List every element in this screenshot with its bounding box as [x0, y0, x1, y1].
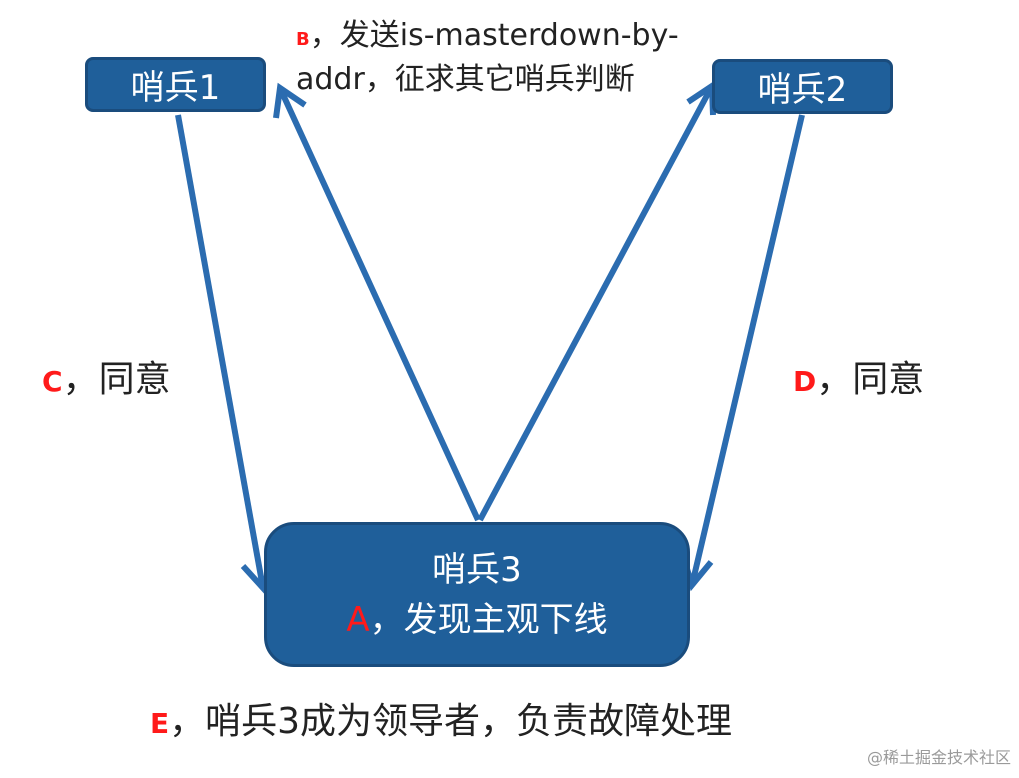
sentinel1-label: 哨兵1: [130, 68, 221, 108]
step-a-text: ，发现主观下线: [369, 599, 608, 640]
step-c-annotation: C，同意: [42, 350, 171, 402]
step-b-letter: B: [296, 29, 310, 50]
step-d-letter: D: [793, 365, 817, 398]
sentinel3-title: 哨兵3: [432, 549, 522, 590]
sentinel3-status: A，发现主观下线: [346, 595, 607, 645]
step-c-text: ，同意: [62, 359, 171, 400]
step-b-annotation: B，发送is-masterdown-by- addr，征求其它哨兵判断: [296, 16, 679, 100]
sentinel1-node: 哨兵1: [85, 57, 266, 112]
step-b-line1: B，发送is-masterdown-by-: [296, 16, 679, 60]
arrow-c-sentinel1-to-sentinel3: [175, 114, 266, 589]
step-a-letter: A: [346, 599, 370, 640]
step-d-annotation: D，同意: [793, 350, 924, 402]
step-c-letter: C: [42, 365, 63, 398]
sentinel3-node: 哨兵3 A，发现主观下线: [264, 522, 690, 667]
sentinel2-label: 哨兵2: [757, 70, 848, 110]
arrow-d-sentinel2-to-sentinel3: [689, 114, 805, 586]
step-b-line2: addr，征求其它哨兵判断: [296, 62, 635, 97]
sentinel2-node: 哨兵2: [712, 59, 893, 114]
step-e-annotation: E，哨兵3成为领导者，负责故障处理: [150, 692, 732, 744]
step-b-text-line1: ，发送is-masterdown-by-: [309, 18, 679, 53]
arrowhead-b-left: [273, 82, 307, 119]
step-d-text: ，同意: [816, 359, 925, 400]
arrow-b-sentinel3-to-sentinel1: [277, 86, 481, 522]
step-e-text: ，哨兵3成为领导者，负责故障处理: [169, 701, 733, 742]
arrow-b-sentinel3-to-sentinel2: [477, 84, 715, 522]
watermark: @稀土掘金技术社区: [866, 748, 1011, 767]
step-e-letter: E: [150, 707, 170, 740]
